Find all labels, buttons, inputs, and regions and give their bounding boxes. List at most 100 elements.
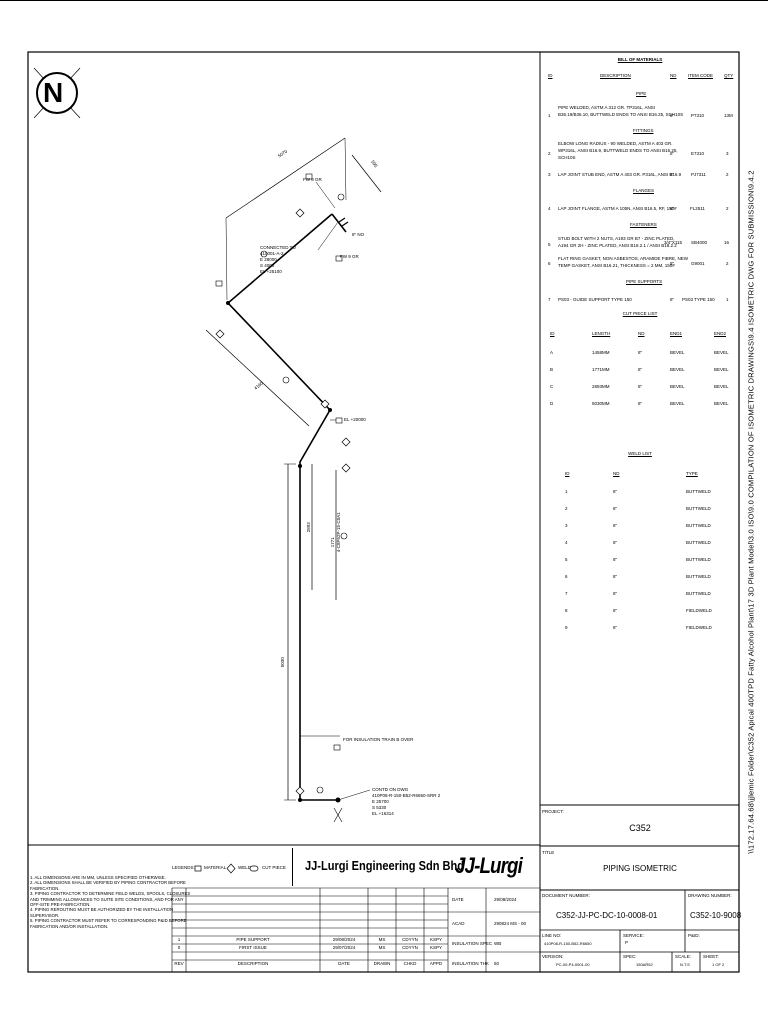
bom-row-3-code: PJ7311	[691, 172, 706, 177]
cut-cell: A	[550, 350, 554, 355]
cut-cell: 2893MM	[592, 384, 610, 389]
bom-row-1-nd: 8"	[670, 113, 675, 118]
isometric-drawing	[205, 137, 382, 823]
legend-material: MATERIAL	[204, 865, 227, 870]
doc-no-value: C352-JJ-PC-DC-10-0008-01	[556, 911, 658, 920]
material-legend-icon	[194, 865, 202, 872]
cut-piece-list: CUT PIECE LIST ID LENGTH ND END1 END2 A …	[540, 310, 739, 410]
weld-cell: 3	[565, 523, 568, 528]
cut-header-end2: END2	[714, 331, 727, 336]
connected-to-note: CONNECTED TO 410001-A-2 E 28000 S 4000 E…	[260, 245, 296, 274]
acad-label: ACAD	[452, 921, 465, 926]
bom-row-6-id: 6	[548, 261, 551, 266]
el-mid: EL +20000	[344, 417, 366, 422]
weld-legend-icon	[226, 863, 236, 874]
cut-cell: BEVEL	[714, 384, 729, 389]
weld-cell: 8"	[613, 608, 618, 613]
top-rule	[0, 0, 768, 1]
bom-row-2-code: E7310	[691, 151, 705, 156]
weld-cell: BUTTWELD	[686, 523, 711, 528]
weld-cell: 9	[565, 625, 568, 630]
note-1: 1. ALL DIMENSIONS ARE IN MM, UNLESS SPEC…	[30, 875, 166, 880]
weld-cell: 8"	[613, 557, 618, 562]
spec-label: SPEC:	[623, 954, 637, 959]
note-5: 5. PIPING CONTRACTOR MUST REFER TO CORRE…	[30, 918, 187, 929]
cut-header-length: LENGTH	[592, 331, 611, 336]
bom-row-6-code: G9001	[691, 261, 705, 266]
weld-header-id: ID	[565, 471, 570, 476]
line-no-label: LINE NO:	[542, 933, 562, 938]
weld-cell: 8"	[613, 540, 618, 545]
rev-cell: MS	[378, 945, 386, 950]
bom-row-4-code: FL2511	[690, 206, 705, 211]
cut-cell: B	[550, 367, 554, 372]
bom-row-3-qty: 2	[726, 172, 729, 177]
cut-cell: BEVEL	[670, 367, 685, 372]
doc-no-label: DOCUMENT NUMBER:	[542, 893, 590, 898]
legend-weld: WELD	[238, 865, 252, 870]
line-no-value: 410P08-R-150-B52-R6650	[544, 941, 592, 946]
version-value: PC-00-P4-0001-00	[556, 962, 590, 967]
bom-header-id: ID	[548, 73, 553, 78]
cut-cell: BEVEL	[714, 350, 729, 355]
bom-row-7-nd: 8"	[670, 297, 675, 302]
rev-header: DRAWN	[373, 961, 391, 966]
weld-cell: 8"	[613, 489, 618, 494]
title-value: PIPING ISOMETRIC	[603, 864, 677, 873]
title-label: TITLE	[542, 850, 555, 855]
bom-row-6-desc2: TEMP GASKET, ANSI B16.21, THICKNESS = 2 …	[558, 263, 675, 268]
bom-row-7-desc1: PS03 - GUIDE SUPPORT TYPE 150	[558, 297, 632, 302]
weld-cell: 2	[565, 506, 568, 511]
rev-header: CHKD	[403, 961, 417, 966]
rev-cell: PIPE SUPPORT	[236, 937, 270, 942]
cut-cell: C	[550, 384, 554, 389]
date-value: 29/08/2024	[494, 897, 517, 902]
cut-cell: 1458MM	[592, 350, 610, 355]
cut-cell: BEVEL	[714, 401, 729, 406]
bom-row-6-nd: 8"	[670, 261, 675, 266]
bom-row-6-qty: 2	[726, 261, 729, 266]
bom-row-7-qty: 1	[726, 297, 729, 302]
bom-row-5-desc1: STUD BOLT WITH 2 NUTS, A193 GR B7 - ZINC…	[558, 236, 675, 241]
rev-header: REV	[174, 961, 184, 966]
weld-cell: 6	[565, 574, 568, 579]
bom-row-5-code: SB4000	[691, 240, 708, 245]
insulation-spec-label: INSULATION SPEC	[452, 941, 493, 946]
bom-row-6-desc1: FLAT RING GASKET, NON ASBESTOS, ARAMIDE …	[558, 256, 689, 261]
rev-cell: CDYYN	[402, 937, 418, 942]
weld-cell: 8"	[613, 506, 618, 511]
bom-row-3-desc1: LAP JOINT STUB END, ASTM A 403 GR. P316L…	[558, 172, 682, 177]
spec-value: 150AR52	[636, 962, 653, 967]
dwg-no-label: DRAWING NUMBER:	[688, 893, 732, 898]
bom-header-desc: DESCRIPTION	[600, 73, 631, 78]
note-4: 4. PIPING REROUTING MUST BE AUTHORIZED B…	[30, 907, 174, 918]
insulation-thk-value: 50	[494, 961, 500, 966]
bom-row-1-desc1: PIPE WELDED, ASTM A 312 GR. TP316L, ANSI	[558, 105, 655, 110]
bom-row-4-nd: 8"	[670, 206, 675, 211]
bom-title: BILL OF MATERIALS	[617, 57, 663, 62]
rev-header: DATE	[338, 961, 350, 966]
cut-cell: BEVEL	[670, 350, 685, 355]
rev-cell: KSPY	[429, 945, 443, 950]
weld-cell: FIELDWELD	[686, 625, 712, 630]
legend: LEGENDS: MATERIAL WELD CUT PIECE	[172, 862, 292, 876]
general-notes: 1. ALL DIMENSIONS ARE IN MM, UNLESS SPEC…	[30, 875, 270, 929]
weld-cell: 7	[565, 591, 568, 596]
cut-cell: 8"	[638, 384, 643, 389]
bill-of-materials: BILL OF MATERIALS ID DESCRIPTION ND ITEM…	[540, 56, 739, 316]
bom-header-qty: QTY	[724, 73, 734, 78]
cut-cell: BEVEL	[670, 401, 685, 406]
cut-piece-title: CUT PIECE LIST	[622, 311, 658, 316]
weld-cell: 8"	[613, 625, 618, 630]
bom-section-pipe: PIPE	[636, 91, 647, 96]
sheet-value: 1 OF 2	[712, 962, 725, 967]
sheet-label: SHEET:	[703, 954, 719, 959]
weld-cell: BUTTWELD	[686, 591, 711, 596]
service-value: P	[625, 940, 629, 945]
rev-header: APPD	[429, 961, 443, 966]
weld-cell: BUTTWELD	[686, 557, 711, 562]
acad-value: 290824 MS - 00	[494, 921, 527, 926]
bom-row-2-nd: 8"	[670, 151, 675, 156]
